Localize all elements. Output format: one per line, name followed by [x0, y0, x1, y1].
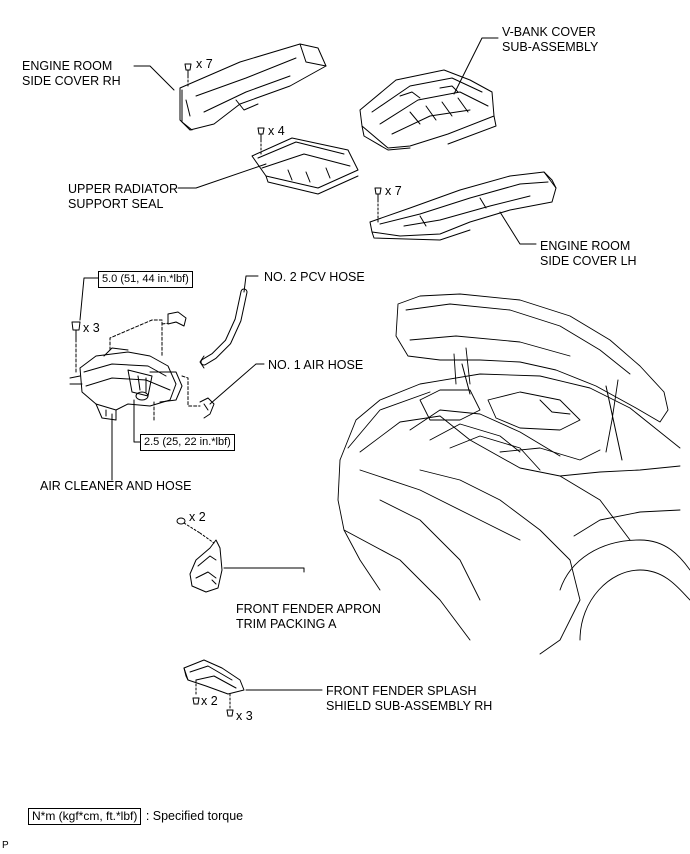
front-fender-splash-shield-part: [183, 659, 245, 695]
splash-shield-clip-icon: [192, 679, 200, 705]
air-cleaner-bolt-quantity: x 3: [83, 321, 100, 335]
hood-support-strut: [461, 363, 623, 461]
v-bank-cover-part: [359, 69, 497, 151]
side-cover-lh-clip-icon: [374, 187, 382, 223]
side-cover-lh-clip-quantity: x 7: [385, 184, 402, 198]
vehicle-front-open-hood-illustration: [337, 293, 690, 655]
torque-legend-text: : Specified torque: [145, 809, 244, 823]
splash-shield-bolt-quantity: x 3: [236, 709, 253, 723]
bracket-part: [167, 311, 187, 327]
no1-air-hose-part: [199, 397, 215, 419]
engine-room-side-cover-rh-label: ENGINE ROOM SIDE COVER RH: [22, 59, 121, 88]
hose-clamp-torque: 2.5 (25, 22 in.*lbf): [140, 434, 235, 451]
no1-air-hose-label: NO. 1 AIR HOSE: [268, 358, 364, 372]
air-cleaner-and-hose-part: [69, 347, 183, 421]
splash-shield-clip-quantity: x 2: [201, 694, 218, 708]
radiator-seal-clip-icon: [257, 127, 265, 157]
front-fender-splash-shield-label: FRONT FENDER SPLASH SHIELD SUB-ASSEMBLY …: [326, 684, 493, 713]
upper-radiator-support-seal-label: UPPER RADIATOR SUPPORT SEAL: [68, 182, 178, 211]
radiator-seal-clip-quantity: x 4: [268, 124, 285, 138]
front-fender-apron-trim-packing-part: [189, 539, 223, 593]
engine-room-side-cover-lh-part: [369, 171, 557, 241]
no2-pcv-hose-part: [199, 288, 248, 369]
leader-lines: [79, 37, 537, 691]
engine-room-side-cover-lh-label: ENGINE ROOM SIDE COVER LH: [540, 239, 637, 268]
side-cover-rh-clip-icon: [184, 63, 192, 87]
upper-radiator-support-seal-part: [251, 137, 359, 195]
side-cover-rh-clip-quantity: x 7: [196, 57, 213, 71]
engine-room-side-cover-rh-part: [179, 43, 327, 131]
torque-legend-box: N*m (kgf*cm, ft.*lbf): [28, 808, 142, 825]
splash-shield-bolt-icon: [226, 693, 234, 717]
front-fender-apron-trim-packing-label: FRONT FENDER APRON TRIM PACKING A: [236, 602, 381, 631]
apron-clip-quantity: x 2: [189, 510, 206, 524]
no2-pcv-hose-label: NO. 2 PCV HOSE: [264, 270, 365, 284]
torque-legend: N*m (kgf*cm, ft.*lbf) : Specified torque: [28, 807, 243, 825]
apron-clip-icon: [176, 517, 215, 544]
v-bank-cover-label: V-BANK COVER SUB-ASSEMBLY: [502, 25, 599, 54]
air-cleaner-bolt-torque: 5.0 (51, 44 in.*lbf): [98, 271, 193, 288]
corner-mark: P: [2, 840, 9, 851]
air-cleaner-and-hose-label: AIR CLEANER AND HOSE: [40, 479, 192, 493]
air-cleaner-bolt-icon: [71, 321, 81, 373]
